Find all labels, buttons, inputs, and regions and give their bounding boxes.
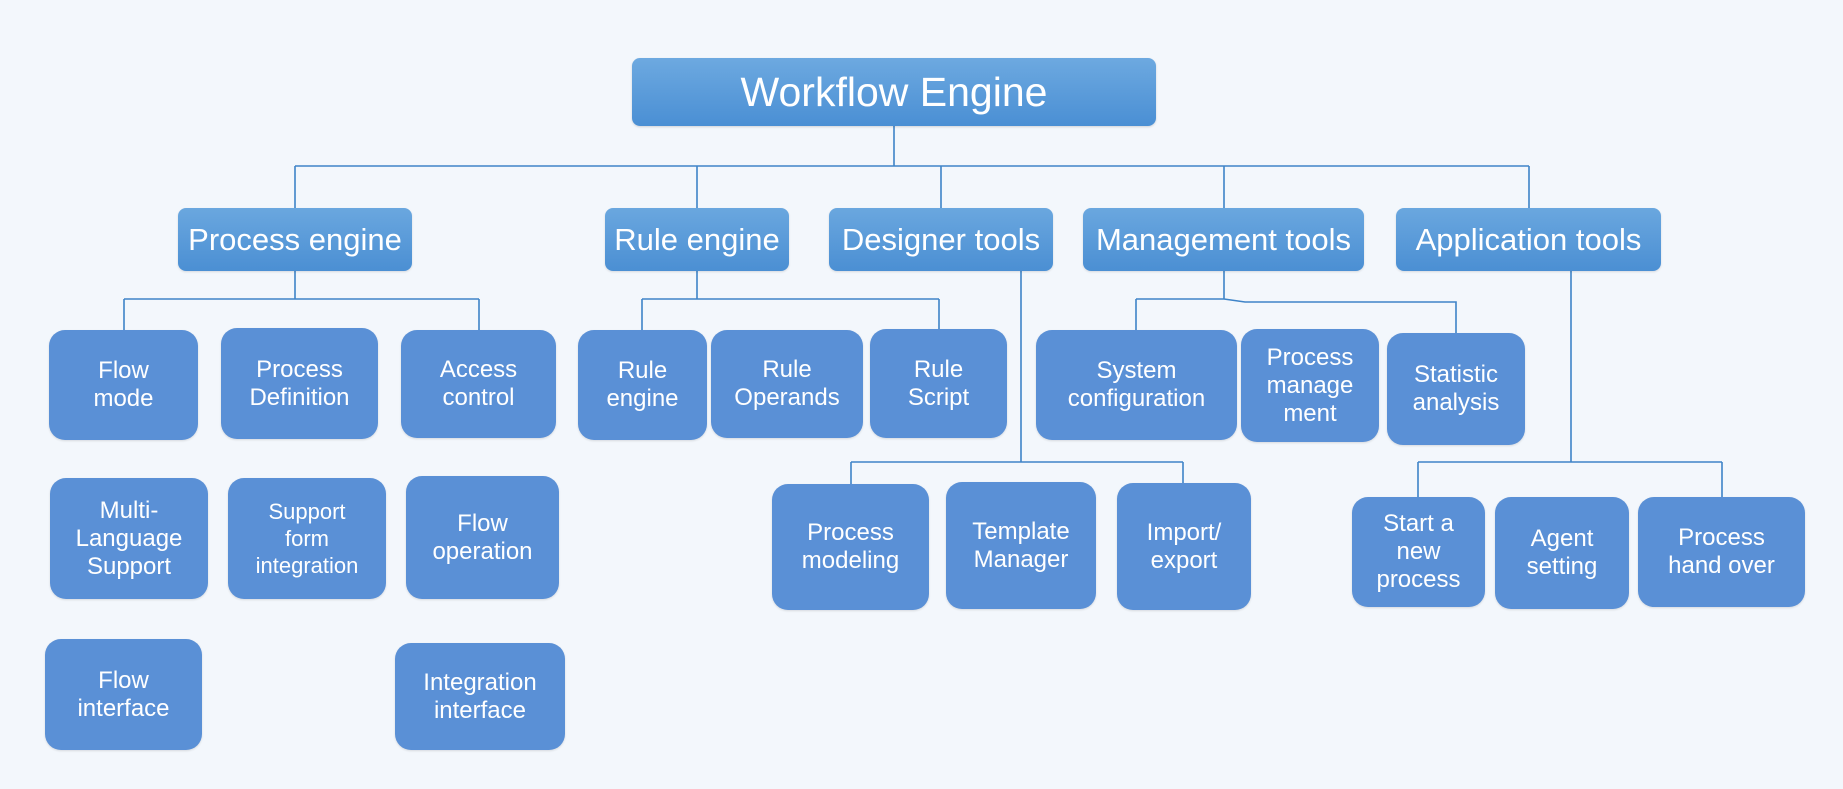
node-process-hand-over: Process hand over <box>1638 497 1805 607</box>
category-management-tools: Management tools <box>1083 208 1364 271</box>
node-integration-interface: Integration interface <box>395 643 565 750</box>
node-support-form-integration: Support form integration <box>228 478 386 599</box>
category-process-engine: Process engine <box>178 208 412 271</box>
node-statistic-analysis: Statistic analysis <box>1387 333 1525 445</box>
node-template-manager: Template Manager <box>946 482 1096 609</box>
node-process-definition: Process Definition <box>221 328 378 439</box>
node-flow-mode: Flow mode <box>49 330 198 440</box>
connector-designer-tools <box>850 271 1184 484</box>
connector-root <box>294 126 1530 208</box>
node-start-new-process: Start a new process <box>1352 497 1485 607</box>
node-flow-interface: Flow interface <box>45 639 202 750</box>
connector-management-tools <box>1135 271 1457 333</box>
node-rule-engine: Rule engine <box>578 330 707 440</box>
connector-rule-engine <box>641 271 940 330</box>
connector-application-tools <box>1417 271 1723 497</box>
node-import-export: Import/ export <box>1117 483 1251 610</box>
root-workflow-engine: Workflow Engine <box>632 58 1156 126</box>
category-application-tools: Application tools <box>1396 208 1661 271</box>
node-rule-operands: Rule Operands <box>711 330 863 438</box>
node-process-management: Process manage ment <box>1241 329 1379 442</box>
category-rule-engine: Rule engine <box>605 208 789 271</box>
node-flow-operation: Flow operation <box>406 476 559 599</box>
category-designer-tools: Designer tools <box>829 208 1053 271</box>
node-rule-script: Rule Script <box>870 329 1007 438</box>
node-access-control: Access control <box>401 330 556 438</box>
connector-process-engine <box>123 271 480 330</box>
node-process-modeling: Process modeling <box>772 484 929 610</box>
node-system-configuration: System configuration <box>1036 330 1237 440</box>
node-multi-language-support: Multi- Language Support <box>50 478 208 599</box>
node-agent-setting: Agent setting <box>1495 497 1629 609</box>
